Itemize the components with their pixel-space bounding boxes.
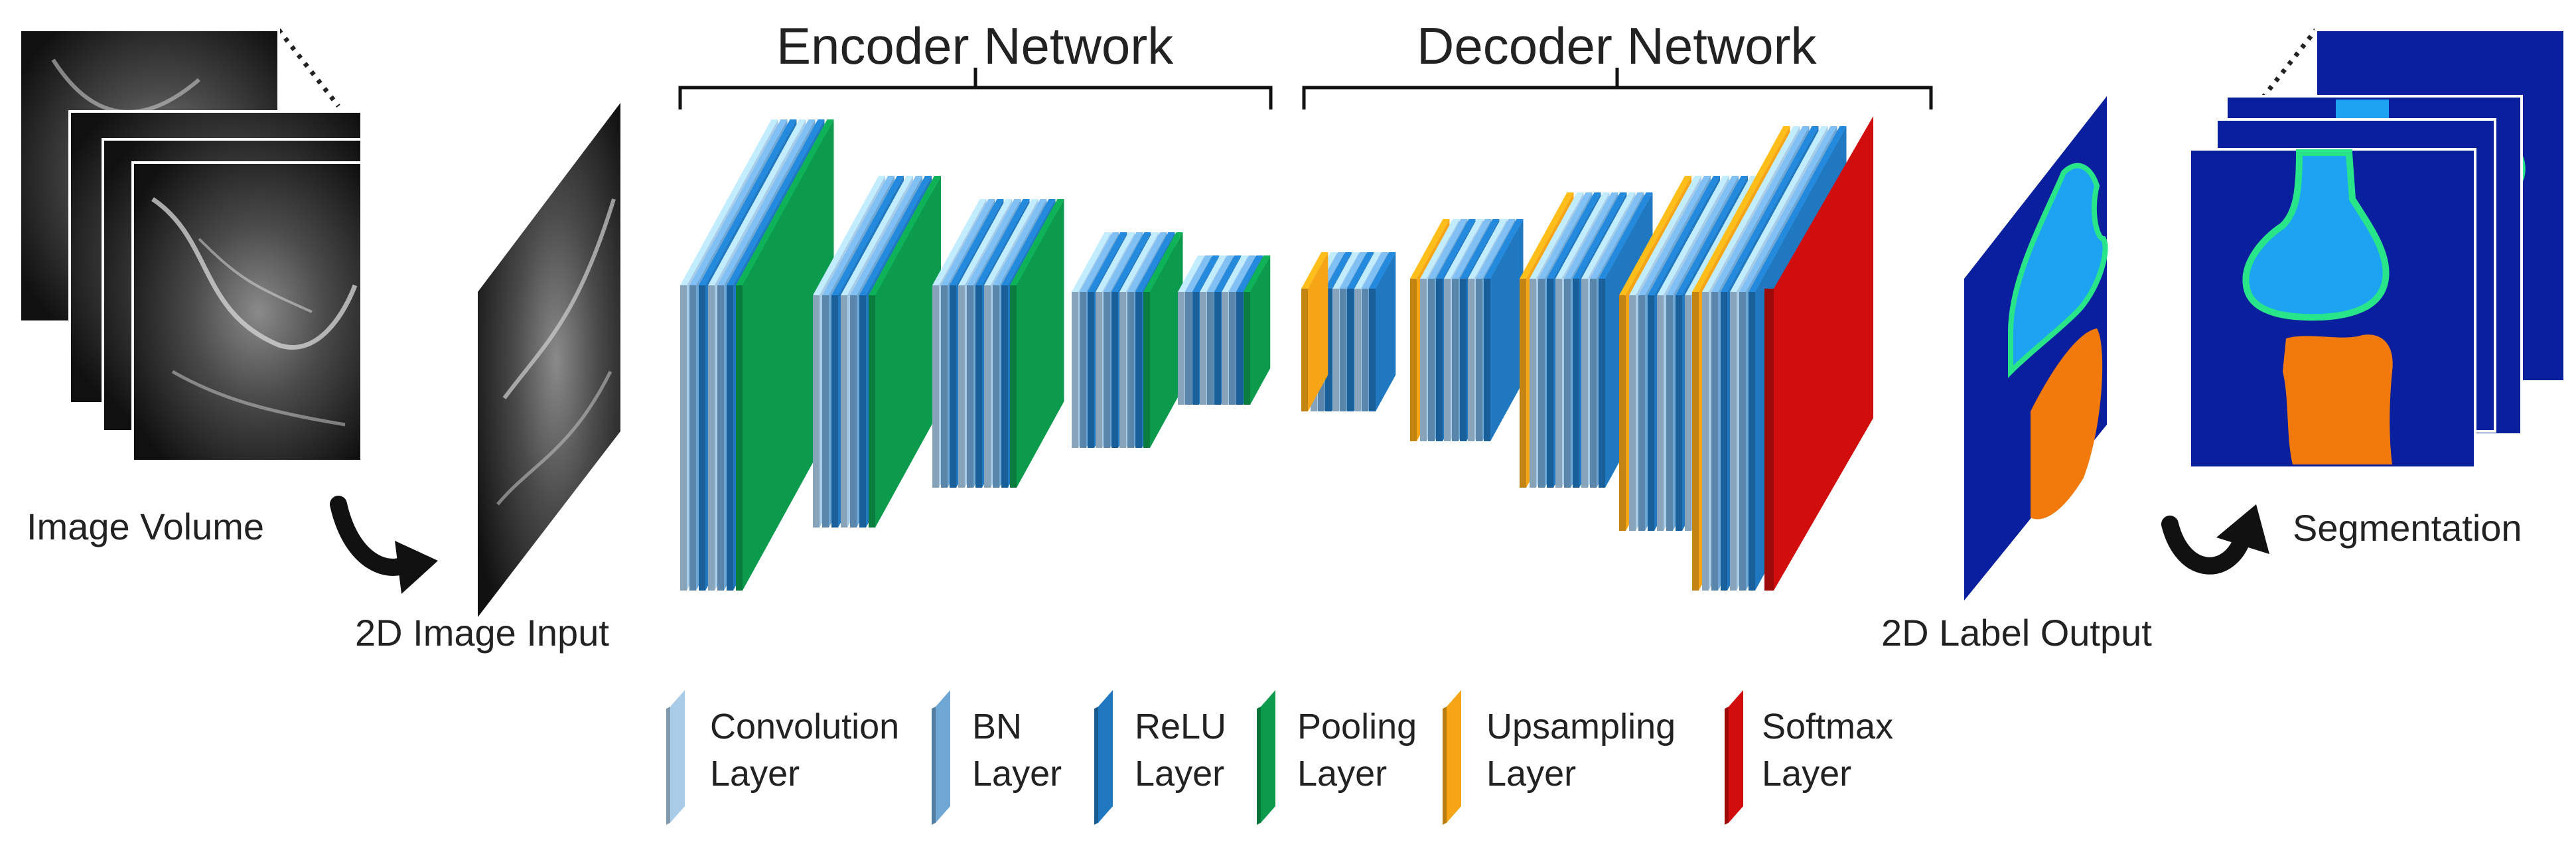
image-input-slice [478, 103, 620, 617]
pooling-layer-swatch-edge [1257, 707, 1261, 825]
legend-convolution-line1: Convolution [710, 707, 900, 746]
relu-layer-63 [1484, 219, 1524, 441]
network-layers [680, 116, 1873, 591]
convolution-layer-swatch [670, 690, 685, 823]
relu-layer-swatch [1098, 690, 1113, 823]
encoder-bracket [678, 86, 1273, 109]
decoder-network-heading: Decoder Network [1417, 17, 1817, 75]
pooling-layer-43 [1244, 255, 1271, 405]
legend-softmax-line2: Layer [1762, 754, 1852, 794]
bn-layer-swatch [936, 690, 950, 823]
pooling-layer-33 [1143, 232, 1183, 448]
legend-upsampling-line2: Layer [1486, 754, 1577, 794]
curved-arrow-left-icon [330, 496, 438, 594]
legend-bn-line2: Layer [972, 754, 1062, 794]
legend-upsampling: Upsampling Layer [1486, 703, 1676, 798]
bn-layer-swatch-edge [932, 707, 936, 825]
segmentation-perspective-dots [2254, 28, 2318, 108]
volume-perspective-dots [277, 28, 340, 108]
legend-bn-line1: BN [972, 707, 1023, 746]
softmax-layer [1764, 116, 1873, 591]
upsampling-layer-53 [1301, 252, 1328, 411]
legend-pooling-line2: Layer [1297, 754, 1388, 794]
segmentation-stack [2188, 28, 2566, 469]
segmentation-label: Segmentation [2293, 507, 2522, 549]
seg-bone-upper [2242, 149, 2390, 321]
upsampling-layer-swatch-edge [1443, 707, 1447, 825]
legend-convolution-line2: Layer [710, 754, 800, 794]
relu-layer-swatch-edge [1094, 707, 1098, 825]
curved-arrow-right-icon [2161, 504, 2269, 575]
label-output-slice [1964, 96, 2108, 601]
legend-pooling: Pooling Layer [1297, 703, 1417, 798]
legend-upsampling-line1: Upsampling [1486, 707, 1676, 746]
seg-bone-lower [2283, 334, 2393, 464]
softmax-layer-swatch-edge [1725, 707, 1729, 825]
legend-relu-line2: Layer [1135, 754, 1225, 794]
image-input-label: 2D Image Input [355, 612, 609, 654]
softmax-layer-swatch [1729, 690, 1743, 823]
label-output-bone-lower [2031, 328, 2103, 520]
legend-bn: BN Layer [972, 703, 1062, 798]
mri-slice-front [131, 161, 363, 462]
legend-softmax: Softmax Layer [1762, 703, 1893, 798]
decoder-bracket [1302, 86, 1933, 109]
legend-convolution: Convolution Layer [710, 703, 899, 798]
legend-softmax-line1: Softmax [1762, 707, 1894, 746]
upsampling-layer-swatch [1447, 690, 1461, 823]
label-output-label: 2D Label Output [1881, 612, 2152, 654]
legend-relu-line1: ReLU [1135, 707, 1227, 746]
convolution-layer-swatch-edge [666, 707, 670, 825]
seg-slice-front [2188, 148, 2476, 469]
legend-pooling-line1: Pooling [1297, 707, 1417, 746]
image-volume-stack [19, 28, 363, 462]
pooling-layer-swatch [1261, 690, 1275, 823]
relu-layer-52 [1369, 252, 1396, 411]
pooling-layer-23 [1010, 199, 1064, 488]
legend-relu: ReLU Layer [1135, 703, 1226, 798]
legend-swatches [666, 690, 1743, 825]
encoder-network-heading: Encoder Network [776, 17, 1174, 75]
image-volume-label: Image Volume [27, 506, 264, 547]
pooling-layer-6 [736, 119, 834, 591]
pooling-layer-13 [869, 176, 941, 528]
label-output-bone-upper [2008, 163, 2108, 378]
